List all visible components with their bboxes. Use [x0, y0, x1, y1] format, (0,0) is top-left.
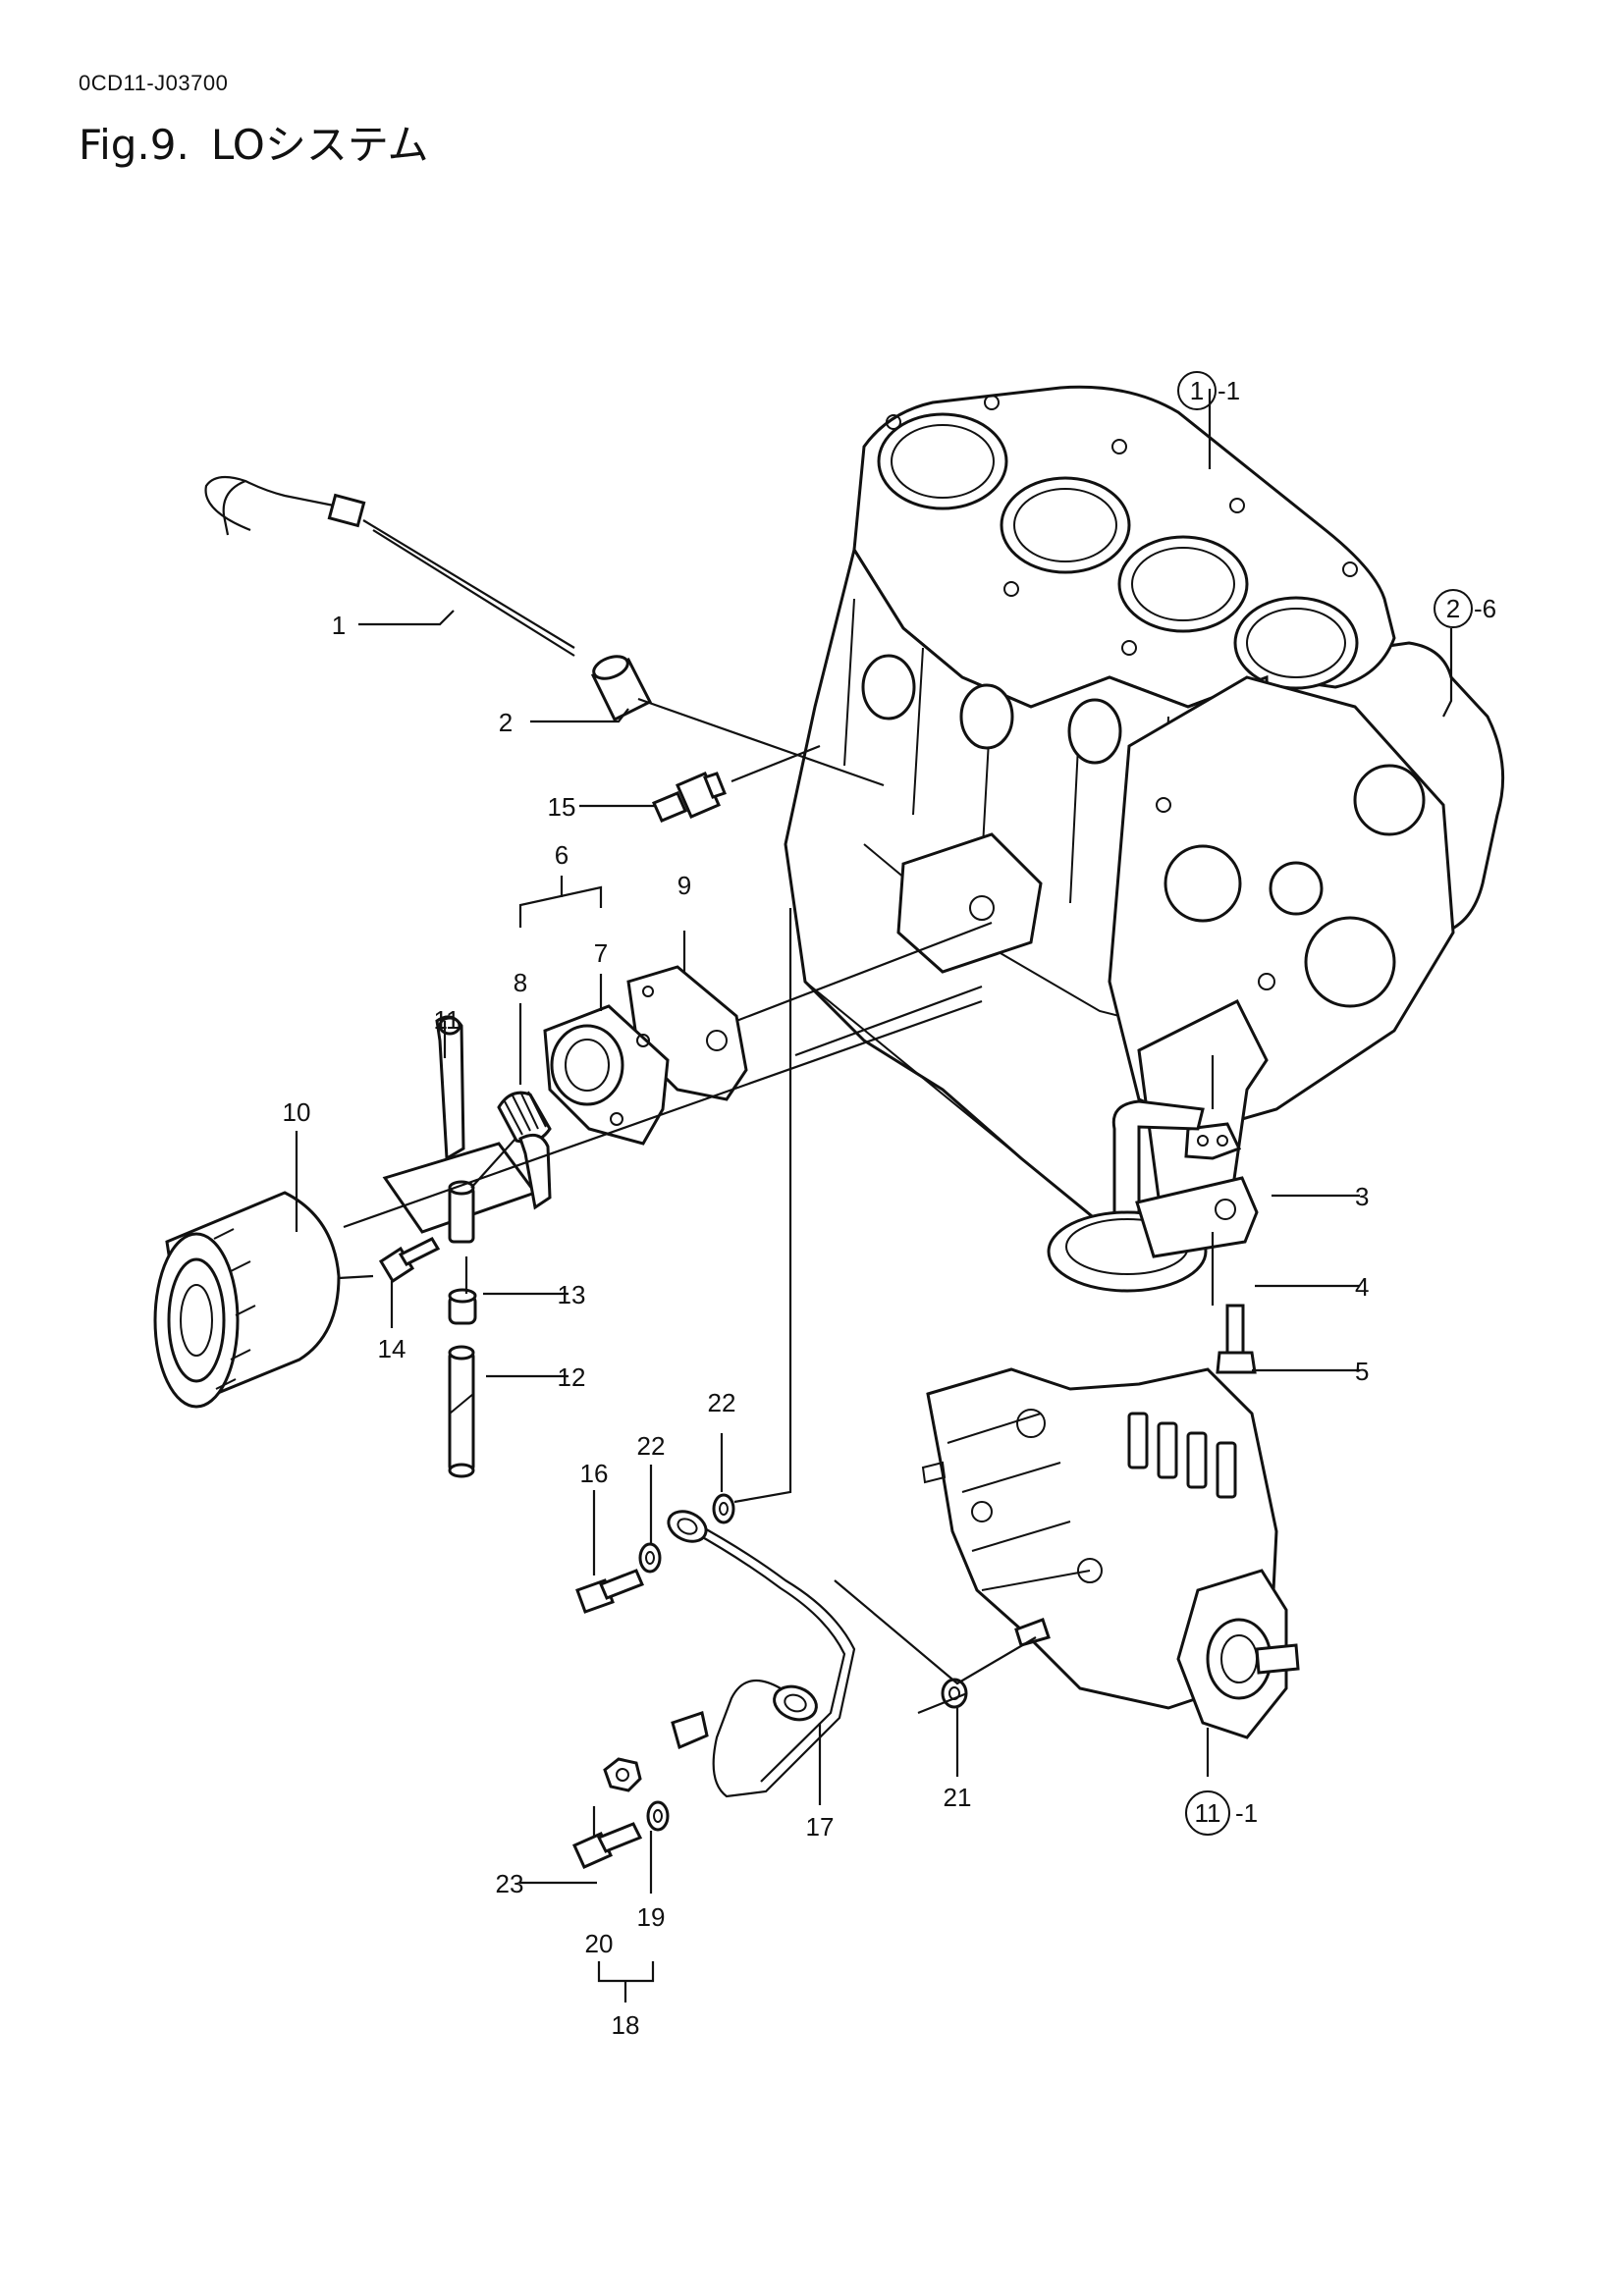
dipstick [204, 475, 575, 657]
oil-pressure-switch [652, 772, 727, 823]
document-code: 0CD11-J03700 [79, 71, 229, 95]
callout-23: 23 [496, 1869, 524, 1898]
ref-callout-pump: 11 -1 [1185, 1790, 1258, 1836]
callout-22-right: 22 [708, 1388, 736, 1417]
fuel-injection-pump [921, 1367, 1300, 1739]
callout-20: 20 [585, 1929, 614, 1958]
callout-14: 14 [378, 1334, 406, 1363]
ref-pump-number: 11 [1195, 1798, 1221, 1828]
figure-title-text: LOシステム [210, 121, 429, 169]
callout-17: 17 [806, 1812, 835, 1842]
pipe [448, 1345, 475, 1478]
pipe-joint [448, 1180, 477, 1325]
relief-spring [497, 1091, 552, 1144]
washer-19 [646, 1800, 670, 1832]
figure-title: Fig.9. LOシステム [79, 112, 429, 172]
washer-21 [941, 1678, 968, 1709]
ref-callout-plate: 2 -6 [1434, 589, 1496, 628]
callout-8: 8 [514, 968, 527, 997]
callout-22-left: 22 [637, 1431, 666, 1461]
callout-13: 13 [558, 1280, 586, 1309]
callout-10: 10 [283, 1097, 311, 1127]
callout-19: 19 [637, 1902, 666, 1932]
dipstick-guide [590, 655, 653, 722]
bolt [378, 1237, 441, 1284]
oil-pipe-assembly [667, 1510, 856, 1798]
washer-22b [712, 1493, 735, 1524]
ref-block-suffix: -1 [1218, 376, 1240, 405]
callout-18: 18 [612, 2010, 640, 2040]
callout-2: 2 [499, 708, 513, 737]
washer-22a [638, 1542, 662, 1574]
ref-plate-number: 2 [1446, 594, 1460, 623]
ref-pump-suffix: -1 [1235, 1798, 1258, 1828]
callout-4: 4 [1355, 1272, 1369, 1302]
callout-16: 16 [580, 1459, 609, 1488]
callout-3: 3 [1355, 1182, 1369, 1211]
banjo-bolt-16 [575, 1569, 644, 1614]
callout-1: 1 [332, 611, 346, 640]
oil-filter [153, 1191, 341, 1409]
oil-strainer [1047, 1099, 1259, 1374]
callout-15: 15 [548, 792, 576, 822]
callout-7: 7 [594, 938, 608, 968]
leader-lines [295, 389, 1453, 2002]
cylinder-block [784, 385, 1505, 1249]
ref-block-number: 1 [1190, 376, 1204, 405]
callout-labels: 1 2 3 4 5 6 7 8 9 10 11 12 13 14 15 16 1… [283, 611, 1370, 2040]
callout-12: 12 [558, 1362, 586, 1392]
callout-5: 5 [1355, 1357, 1369, 1386]
callout-11: 11 [434, 1005, 460, 1035]
callout-21: 21 [944, 1783, 972, 1812]
oil-filter-bracket [543, 1004, 670, 1146]
figure-number: Fig.9. [79, 121, 189, 169]
bolt-20 [572, 1822, 643, 1869]
callout-9: 9 [677, 871, 691, 900]
callout-6: 6 [555, 840, 568, 870]
ref-callout-block: 1 -1 [1177, 371, 1240, 410]
nut-23 [603, 1757, 642, 1792]
ref-plate-suffix: -6 [1474, 594, 1496, 623]
